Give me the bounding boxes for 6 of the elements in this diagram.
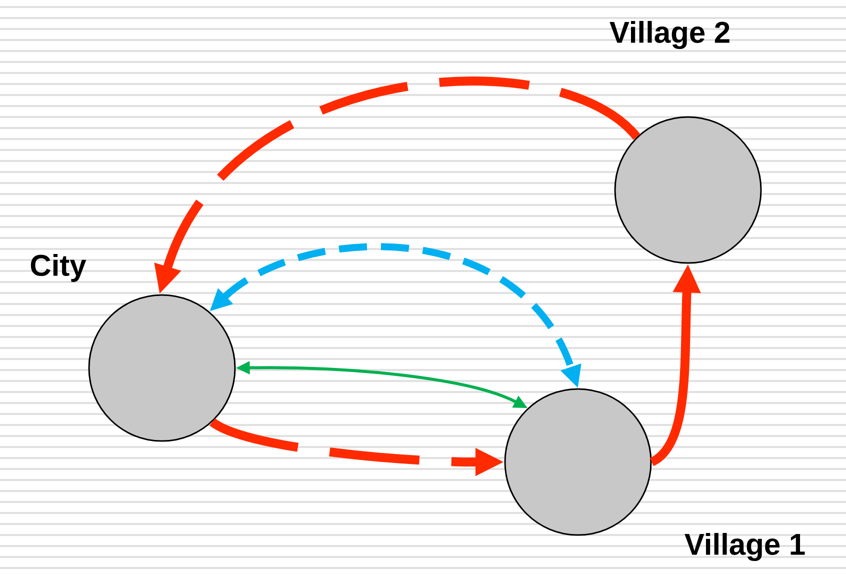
circle-node xyxy=(614,116,762,264)
circle-node xyxy=(88,294,236,442)
node-label: Village 1 xyxy=(684,532,805,562)
node-label: Village 2 xyxy=(610,20,730,50)
circle-node xyxy=(504,388,652,536)
node-label: City xyxy=(30,254,86,282)
